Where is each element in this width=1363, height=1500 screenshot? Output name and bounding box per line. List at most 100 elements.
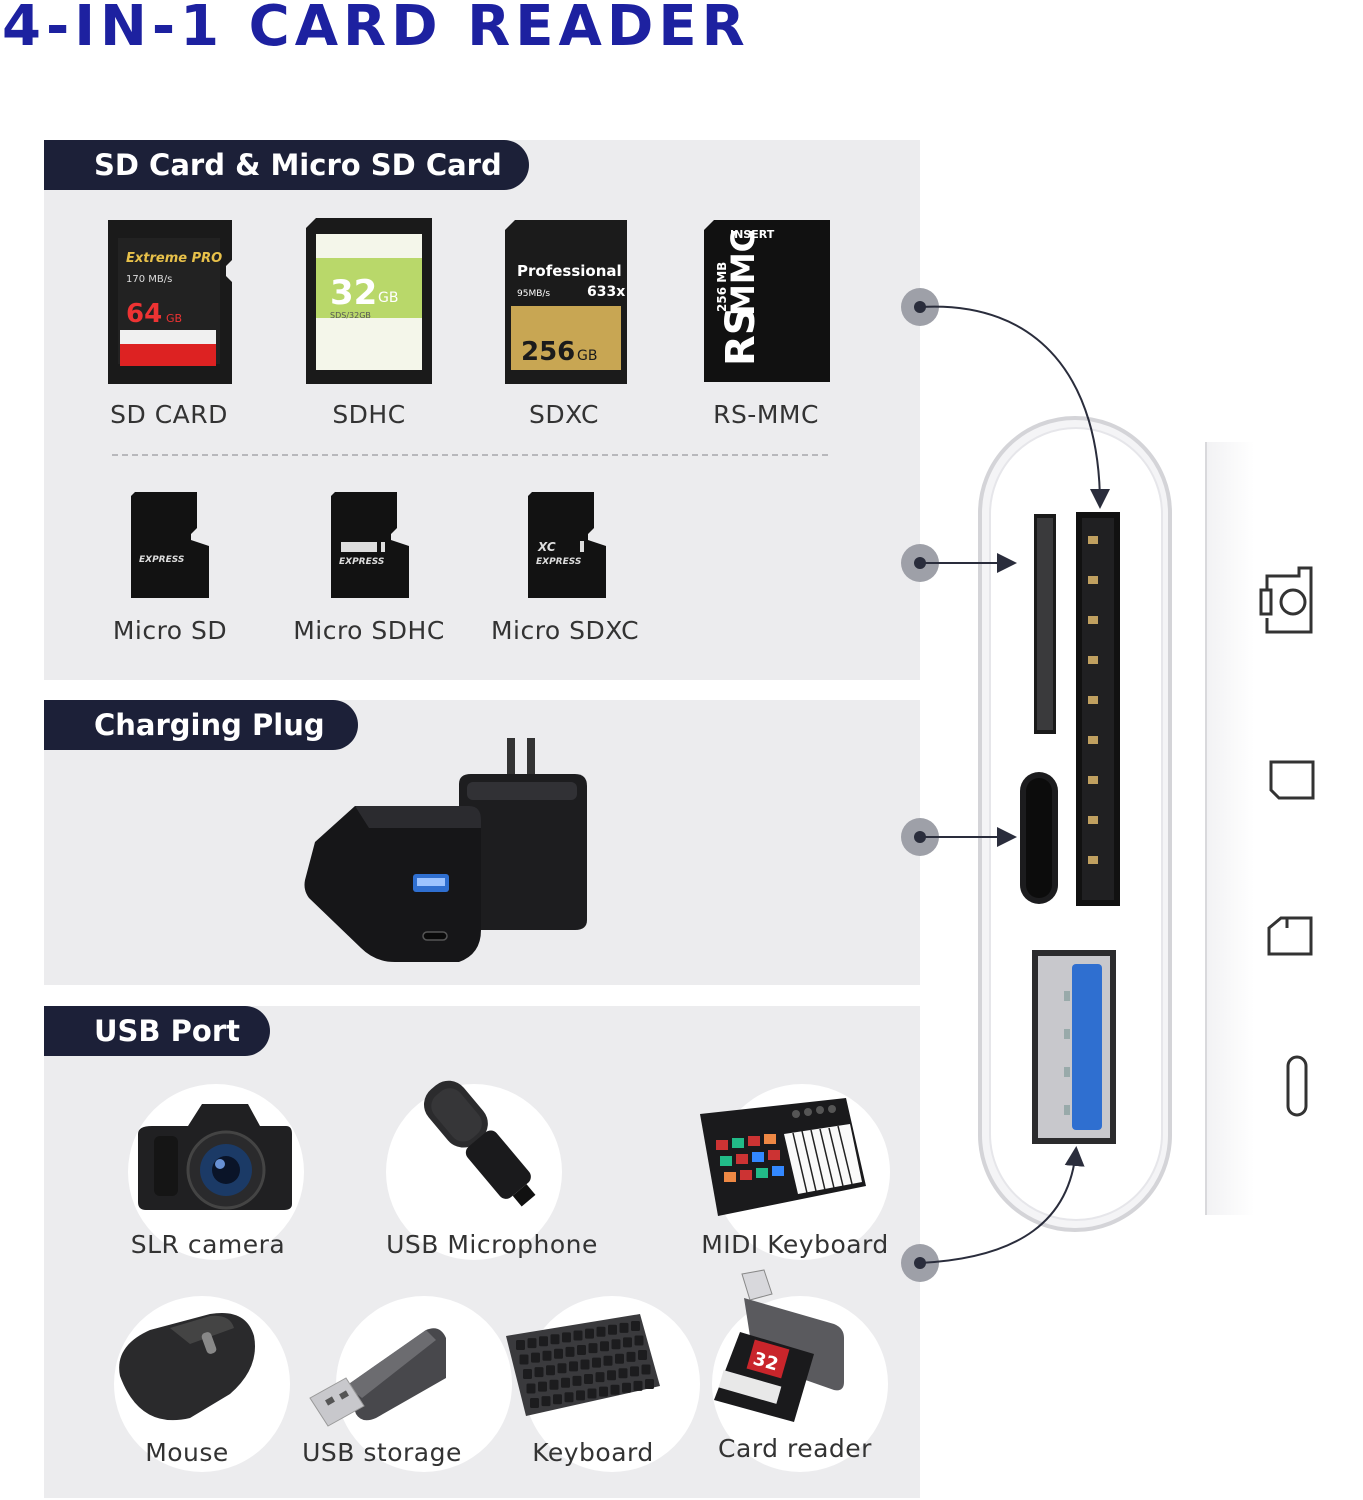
svg-text:EXPRESS: EXPRESS xyxy=(139,555,184,565)
microphone-icon xyxy=(423,1080,536,1207)
keyboard-key xyxy=(599,1386,608,1397)
page-title: 4-IN-1 CARD READER xyxy=(2,0,750,59)
svg-text:GB: GB xyxy=(166,312,182,325)
keyboard-key xyxy=(549,1379,559,1390)
keyboard-key xyxy=(607,1370,616,1381)
usb-port-pin xyxy=(1064,1029,1070,1039)
keyboard-key xyxy=(600,1341,609,1352)
midi-keyboard-label: MIDI Keyboard xyxy=(701,1230,889,1259)
rs-mmc-rs-text: RS xyxy=(718,306,764,366)
charging-plug-image xyxy=(304,738,587,962)
midi-keyboard-icon xyxy=(700,1098,866,1216)
keyboard-key xyxy=(592,1357,601,1368)
rs-mmc-label: RS-MMC xyxy=(713,400,819,429)
keyboard-key xyxy=(562,1332,571,1343)
keyboard-key xyxy=(634,1335,644,1346)
keyboard-key xyxy=(530,1398,539,1408)
keyboard-key xyxy=(553,1394,562,1405)
keyboard-key xyxy=(554,1348,563,1359)
svg-text:633x: 633x xyxy=(587,284,625,300)
keyboard-key xyxy=(557,1363,567,1374)
keyboard-key xyxy=(523,1369,532,1379)
keyboard-key xyxy=(645,1379,654,1389)
sd-card-speed-text: 170 MB/s xyxy=(126,274,172,285)
sd-slot-pin xyxy=(1088,696,1098,704)
card-reader-icon: 32 xyxy=(714,1269,844,1422)
card-reader-label: Card reader xyxy=(718,1434,872,1463)
keyboard-key xyxy=(573,1330,583,1341)
keyboard-key xyxy=(534,1367,544,1378)
charging-plug-panel: Charging Plug xyxy=(44,700,920,985)
keyboard-key xyxy=(539,1336,548,1347)
sdhc-capacity-text: 32 xyxy=(330,273,377,313)
keyboard-key xyxy=(638,1350,647,1360)
sd-slot-pin xyxy=(1088,536,1098,544)
sdxc-brand-text: Professional xyxy=(517,262,622,280)
sd-card-label: SD CARD xyxy=(110,400,228,429)
sd-card-image: Extreme PRO 170 MB/s 64 GB xyxy=(108,220,232,384)
sdhc-card-image: 32 GB SDS/32GB xyxy=(306,218,432,384)
keyboard-key xyxy=(595,1372,605,1383)
keyboard-key xyxy=(641,1364,651,1375)
sd-slot-pin xyxy=(1088,776,1098,784)
keyboard-key xyxy=(516,1340,525,1350)
keyboard-key xyxy=(608,1324,617,1335)
camera-icon xyxy=(1259,566,1313,634)
keyboard-key xyxy=(630,1366,639,1377)
svg-text:EXPRESS: EXPRESS xyxy=(536,557,581,567)
svg-text:XC: XC xyxy=(537,540,556,554)
sd-card-icon xyxy=(1269,760,1315,800)
keyboard-key xyxy=(587,1388,597,1399)
usb-drive-icon xyxy=(309,1328,446,1427)
keyboard-key xyxy=(615,1353,624,1364)
section-divider xyxy=(112,454,828,456)
keyboard-key xyxy=(633,1380,643,1391)
sd-slot-pin xyxy=(1088,656,1098,664)
keyboard-key xyxy=(538,1381,547,1392)
rs-mmc-card-image: INSERT RS MMC 256 MB xyxy=(704,220,830,382)
keyboard-key xyxy=(631,1321,640,1331)
keyboard-key xyxy=(569,1361,578,1372)
sd-slot-pin xyxy=(1088,736,1098,744)
camera-icon xyxy=(138,1104,292,1210)
micro-sdxc-label: Micro SDXC xyxy=(490,616,640,645)
micro-sd-label: Micro SD xyxy=(112,616,228,645)
rs-mmc-insert-text: INSERT xyxy=(730,228,775,241)
keyboard-key xyxy=(576,1390,585,1401)
sd-card-panel: SD Card & Micro SD Card Extreme PRO 170 … xyxy=(44,140,920,680)
sd-card-capacity-text: 64 xyxy=(126,299,162,329)
mouse-icon xyxy=(119,1312,256,1421)
keyboard-key xyxy=(542,1350,552,1361)
usb-c-icon xyxy=(1286,1055,1308,1117)
keyboard-key xyxy=(603,1355,613,1366)
keyboard-key xyxy=(610,1384,620,1395)
keyboard-key xyxy=(519,1354,529,1365)
micro-sd-image: EXPRESS xyxy=(131,492,209,598)
keyboard-label: Keyboard xyxy=(532,1438,654,1467)
micro-sd-icon xyxy=(1267,916,1313,956)
sd-slot-pin xyxy=(1088,856,1098,864)
keyboard-key xyxy=(577,1345,586,1355)
keyboard-key xyxy=(564,1392,574,1403)
usb-port-pin xyxy=(1064,1067,1070,1077)
sdxc-card-image: Professional 95MB/s 633x 256 GB xyxy=(505,220,627,384)
charging-plug-tab: Charging Plug xyxy=(44,700,358,750)
keyboard-key xyxy=(531,1352,540,1363)
slr-camera-label: SLR camera xyxy=(130,1230,286,1259)
svg-text:EXPRESS: EXPRESS xyxy=(339,557,384,567)
keyboard-key xyxy=(596,1326,606,1337)
rs-mmc-mmc-text: MMC xyxy=(724,229,762,316)
usb-port-pin xyxy=(1064,1105,1070,1115)
keyboard-key xyxy=(623,1337,632,1348)
keyboard-key xyxy=(619,1322,629,1333)
sdhc-label: SDHC xyxy=(332,400,406,429)
keyboard-key xyxy=(572,1375,582,1386)
micro-sdxc-image: XC EXPRESS xyxy=(528,492,606,598)
keyboard-key xyxy=(565,1346,575,1357)
keyboard-key xyxy=(618,1368,628,1379)
sd-card-tab: SD Card & Micro SD Card xyxy=(44,140,529,190)
keyboard-key xyxy=(526,1383,536,1394)
reader-side-view xyxy=(1205,442,1363,1215)
svg-text:95MB/s: 95MB/s xyxy=(517,289,550,299)
